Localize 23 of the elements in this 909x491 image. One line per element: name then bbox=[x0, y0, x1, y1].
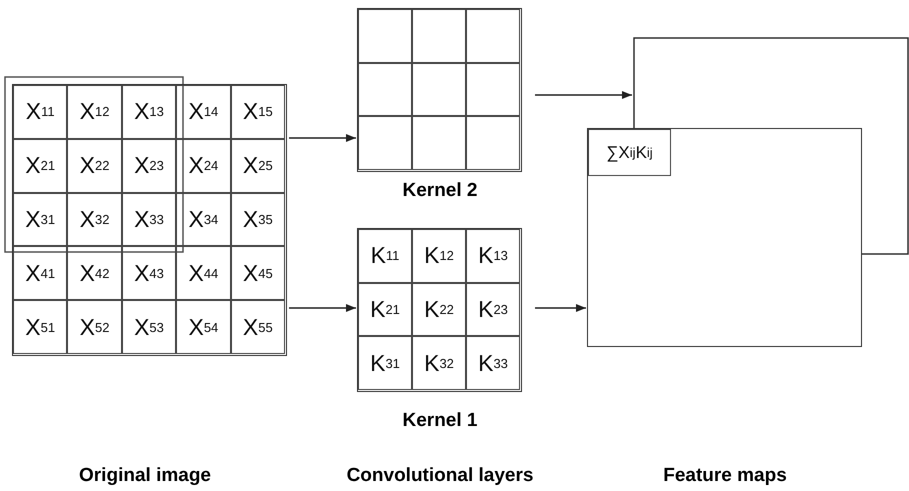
kernel-caption: Kernel 1 bbox=[402, 410, 478, 432]
pixel-grid bbox=[12, 84, 287, 356]
empty-cell bbox=[412, 116, 466, 170]
column-caption: Original image bbox=[79, 465, 211, 487]
empty-cell bbox=[412, 62, 466, 116]
arrow bbox=[535, 91, 632, 99]
empty-cell bbox=[466, 116, 520, 170]
empty-cell bbox=[358, 62, 412, 116]
empty-cell bbox=[358, 9, 412, 63]
kernel-grid bbox=[357, 8, 522, 172]
arrow bbox=[535, 304, 586, 312]
kernel-grid bbox=[357, 228, 522, 392]
empty-cell bbox=[412, 9, 466, 63]
kernel-caption: Kernel 2 bbox=[402, 180, 478, 202]
empty-cell bbox=[358, 116, 412, 170]
arrow bbox=[289, 304, 356, 312]
feature-map bbox=[587, 128, 862, 347]
column-caption: Convolutional layers bbox=[346, 465, 534, 487]
empty-cell bbox=[466, 9, 520, 63]
empty-cell bbox=[466, 62, 520, 116]
feature-map bbox=[633, 37, 909, 255]
column-caption: Feature maps bbox=[663, 465, 787, 487]
arrow bbox=[289, 134, 356, 142]
